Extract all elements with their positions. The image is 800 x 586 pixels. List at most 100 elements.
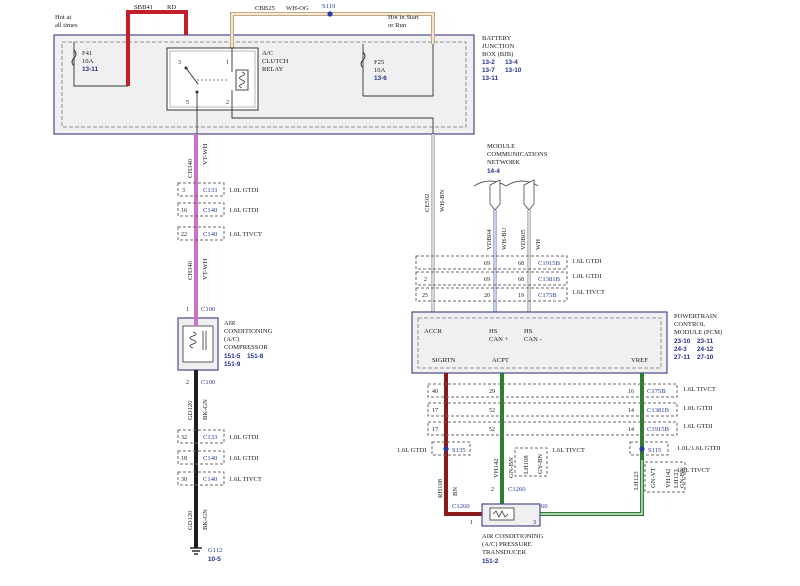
pin-c1915b-1: 69: [484, 261, 490, 267]
connector-c1381b: [415, 271, 568, 286]
label-vdb04-color: WH-BU: [501, 227, 508, 250]
note-c1915b: 1.6L GTDI: [572, 258, 601, 265]
note-c1381b-2: 1.0L GTDI: [683, 405, 712, 412]
label-c175b: C175B: [538, 292, 557, 299]
wire-sbb41: [126, 10, 188, 86]
label-vdb05: VDB05: [520, 229, 527, 250]
relay-pin-3: 3: [178, 60, 181, 66]
pin-c175b2-3: 16: [628, 389, 634, 395]
label-lh123-b-color: GN-BN: [679, 467, 686, 488]
pin-c175b2-1: 40: [432, 389, 438, 395]
transducer-inner: [489, 507, 515, 521]
pin-c100-1: 1: [186, 307, 189, 313]
label-c1260-b: C1260: [452, 503, 470, 510]
ref-pcm-1b: 23-11: [697, 338, 713, 345]
label-gd120-1-color: BK-GN: [202, 399, 209, 420]
label-f41: F41: [82, 50, 92, 57]
label-trans-1: AIR CONDITIONING: [482, 533, 544, 540]
connector-c140-b: [177, 226, 225, 241]
label-pcm-2: CONTROL: [674, 321, 705, 328]
label-rh108-color: BN: [452, 487, 459, 496]
connector-c140-a: [177, 202, 225, 217]
ref-bjb-1a: 13-2: [482, 59, 495, 66]
label-s135: S135: [452, 447, 466, 454]
label-ch340-1: CH340: [187, 158, 194, 178]
ref-comp-1b: 151-8: [247, 353, 264, 360]
ref-f25: 13-6: [374, 75, 387, 82]
label-vh142-b-color: GN-VT: [650, 467, 657, 488]
connector-c133: [177, 182, 225, 197]
ref-pcm-3b: 27-10: [697, 354, 714, 361]
label-relay-3: RELAY: [262, 66, 284, 73]
compressor-inner: [182, 325, 214, 363]
relay-box-inner: [169, 50, 256, 108]
note-c140-b: 1.6L TIVCT: [229, 231, 262, 238]
pcm-pin-hscanm-1: HS: [524, 328, 533, 335]
connector-c133-b: [177, 429, 225, 444]
label-mcn-1: MODULE: [487, 143, 515, 150]
label-lh108-color: GY-BN: [537, 454, 544, 474]
pin-c175b2-2: 29: [489, 389, 495, 395]
label-bjb-2: JUNCTION: [482, 43, 514, 50]
ref-comp-2: 151-9: [224, 361, 241, 368]
label-trans-2: (A/C) PRESSURE: [482, 541, 532, 548]
bjb-module: [53, 34, 475, 135]
label-c175b-2: C175B: [647, 388, 666, 395]
lh108-box: [514, 447, 548, 477]
label-cbb25-color: WH-OG: [286, 5, 309, 12]
pin-c1915b-2: 68: [518, 261, 524, 267]
wire-f25-loop: [363, 44, 434, 97]
label-mcn-2: COMMUNICATIONS: [487, 151, 548, 158]
pin-c1381b2-3: 14: [628, 408, 634, 414]
connector-c1915b-2: [427, 421, 678, 436]
label-c1260-a: C1260: [508, 486, 526, 493]
label-cl502-color: WH-BN: [439, 189, 446, 212]
label-c140-a: C140: [203, 207, 218, 214]
pin-c175b-1: 25: [422, 293, 428, 299]
relay-coil-winding: [239, 71, 245, 89]
label-rh108: RH108: [437, 478, 444, 498]
label-ch340-1-color: VT-WH: [202, 143, 209, 165]
label-gd120-1: GD120: [187, 400, 194, 420]
relay-switch-arm: [185, 67, 199, 85]
vh142-b-box: [644, 461, 686, 493]
label-c133: C133: [203, 187, 218, 194]
pin-c1260-1: 1: [470, 520, 473, 526]
label-s115: S115: [648, 447, 662, 454]
label-c140-c: C140: [203, 455, 218, 462]
splice-s135-box: [431, 441, 471, 456]
splice-s115-box: [629, 441, 669, 456]
note-s135: 1.6L GTDI: [397, 447, 426, 454]
pin-c1915b2-1: 17: [432, 427, 438, 433]
pin-c140-c: 18: [181, 456, 187, 462]
ref-f41: 13-11: [82, 66, 98, 73]
label-lh123: LH123: [633, 471, 640, 490]
ref-pcm-3a: 27-11: [674, 354, 690, 361]
label-hot-all-2: all times: [55, 22, 78, 29]
label-bjb-3: BOX (BJB): [482, 51, 513, 58]
network-bracket: [473, 180, 539, 187]
pin-c1381b-3: 68: [518, 277, 524, 283]
ref-pcm-2b: 24-12: [697, 346, 714, 353]
bjb-inner-outline: [61, 41, 467, 128]
pin-c140-d: 30: [181, 477, 187, 483]
label-hot-all-1: Hot at: [55, 14, 71, 21]
ref-bjb-1b: 13-4: [505, 59, 518, 66]
label-comp-4: COMPRESSOR: [224, 344, 268, 351]
pin-c140-b: 22: [181, 232, 187, 238]
splice-s135-dot: [443, 446, 449, 452]
note-c140-d: 1.6L TIVCT: [229, 476, 262, 483]
note-c175b: 1.6L TIVCT: [572, 289, 605, 296]
relay-pin-5: 5: [186, 100, 189, 106]
ref-mcn: 14-4: [487, 168, 500, 175]
label-lh108: LH108: [523, 455, 530, 474]
pin-c1260-2: 2: [491, 487, 494, 493]
label-c1915b-2: C1915B: [647, 426, 670, 433]
label-mcn-3: NETWORK: [487, 159, 520, 166]
connector-c1381b-2: [427, 402, 678, 417]
ref-pcm-1a: 23-10: [674, 338, 691, 345]
connector-c140-d: [177, 471, 225, 486]
note-c140-c: 1.6L GTDI: [229, 455, 258, 462]
label-c1381b-2: C1381B: [647, 407, 670, 414]
note-c1381b: 1.0L GTDI: [572, 273, 601, 280]
